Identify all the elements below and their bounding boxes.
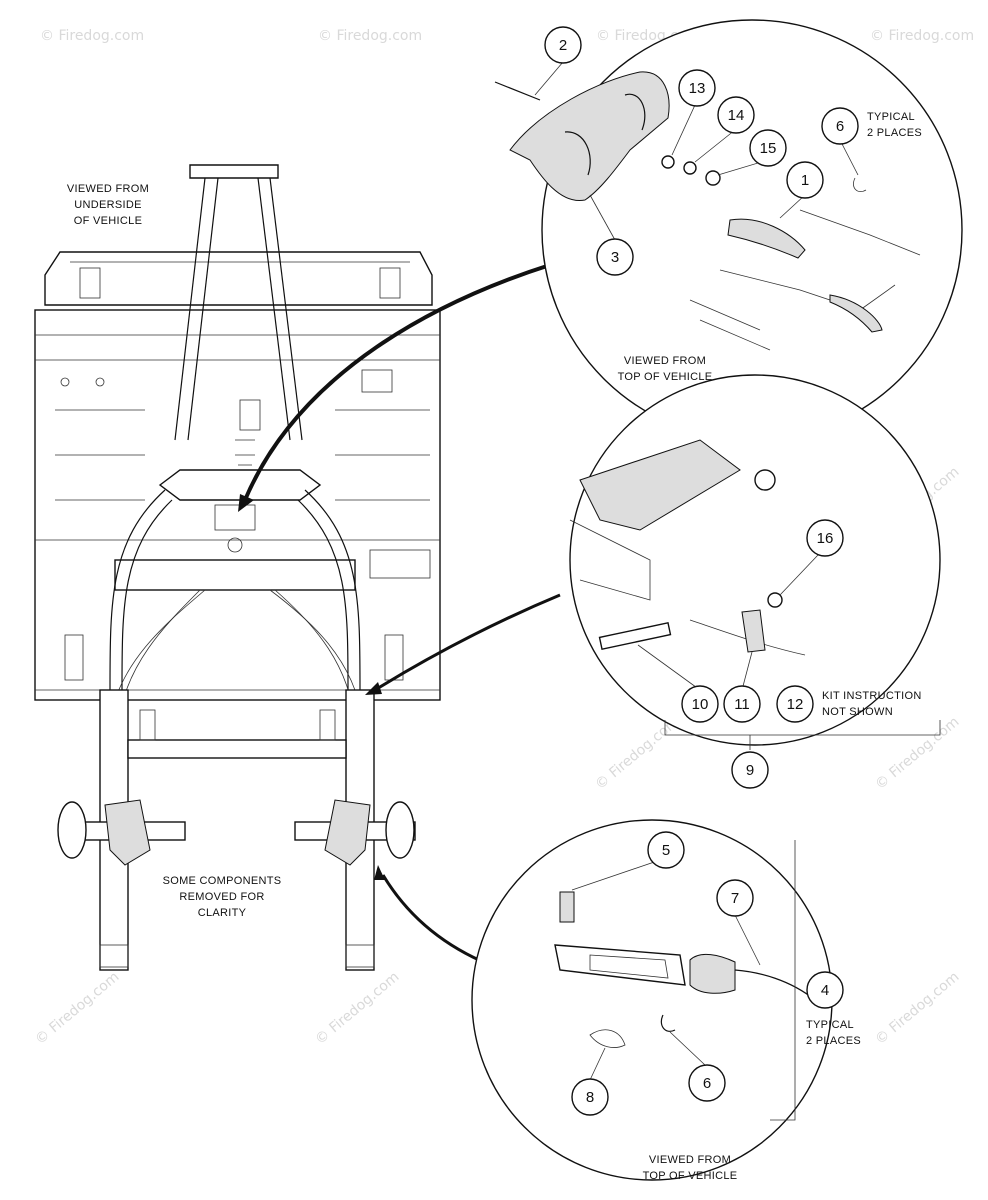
- tow-bar-plate: [189, 164, 279, 179]
- caption-kit-line1: KIT INSTRUCTION: [822, 690, 922, 702]
- caption-top-view2-line1: VIEWED FROM: [649, 1154, 731, 1166]
- caption-underside-line3: OF VEHICLE: [74, 215, 142, 227]
- vehicle-underside-illustration: [34, 164, 441, 971]
- callout-13: 13: [678, 69, 716, 107]
- callout-number: 9: [746, 762, 754, 779]
- watermark: © Firedog.com: [592, 714, 682, 793]
- callout-6b: 6: [688, 1064, 726, 1102]
- caption-typical-b-line1: TYPICAL: [806, 1019, 854, 1031]
- detail-circle: [471, 819, 833, 1181]
- detail-view-middle: KIT INSTRUCTION NOT SHOWN: [569, 374, 941, 750]
- caption-top-view-line1: VIEWED FROM: [624, 355, 706, 367]
- watermark: © Firedog.com: [870, 28, 974, 44]
- caption-top-view-line2: TOP OF VEHICLE: [618, 371, 713, 383]
- callout-number: 16: [817, 530, 834, 547]
- watermark: © Firedog.com: [872, 714, 962, 793]
- callout-number: 13: [689, 80, 706, 97]
- callout-14: 14: [717, 96, 755, 134]
- callout-7: 7: [716, 879, 754, 917]
- rear-bumper: [44, 251, 433, 306]
- callout-number: 4: [821, 982, 829, 999]
- lower-crossmember: [127, 739, 347, 759]
- callout-2: 2: [544, 26, 582, 64]
- caption-underside-line2: UNDERSIDE: [74, 199, 142, 211]
- callout-15: 15: [749, 129, 787, 167]
- callout-number: 11: [734, 696, 750, 713]
- bracket-part-3: [509, 71, 670, 201]
- callout-10: 10: [681, 685, 719, 723]
- callout-number: 6: [703, 1075, 711, 1092]
- callout-8: 8: [571, 1078, 609, 1116]
- watermark: © Firedog.com: [312, 969, 402, 1048]
- clevis: [554, 944, 686, 986]
- callout-6: 6: [821, 107, 859, 145]
- callout-5: 5: [647, 831, 685, 869]
- callout-number: 10: [692, 696, 709, 713]
- callout-number: 3: [611, 249, 619, 266]
- callout-number: 14: [728, 107, 745, 124]
- boot-part-1: [727, 218, 806, 259]
- caption-removed-line1: SOME COMPONENTS: [163, 875, 282, 887]
- caption-top-view2-line2: TOP OF VEHICLE: [643, 1170, 738, 1182]
- right-brake-bracket: [324, 799, 371, 866]
- callout-number: 2: [559, 37, 567, 54]
- callout-number: 7: [731, 890, 739, 907]
- caption-removed-line3: CLARITY: [198, 907, 247, 919]
- left-brake-bracket: [104, 799, 151, 866]
- right-wheel-hub: [385, 801, 415, 859]
- caption-underside-line1: VIEWED FROM: [67, 183, 149, 195]
- watermark: © Firedog.com: [318, 28, 422, 44]
- callout-number: 12: [787, 696, 804, 713]
- callout-9: 9: [731, 751, 769, 789]
- clamp-part-11: [741, 609, 766, 653]
- crossbar: [114, 559, 356, 591]
- watermark: © Firedog.com: [40, 28, 144, 44]
- caption-typical-b-line2: 2 PLACES: [806, 1035, 861, 1047]
- callout-number: 8: [586, 1089, 594, 1106]
- frame-bracket: [579, 439, 741, 531]
- caption-removed-line2: REMOVED FOR: [179, 891, 264, 903]
- callout-12: 12: [776, 685, 814, 723]
- callout-11: 11: [723, 685, 761, 723]
- caption-kit-line2: NOT SHOWN: [822, 706, 893, 718]
- callout-number: 1: [801, 172, 809, 189]
- watermark: © Firedog.com: [32, 969, 122, 1048]
- caption-typical-line2: 2 PLACES: [867, 127, 922, 139]
- callout-16: 16: [806, 519, 844, 557]
- callouts: 2 13 14 15 6 1 3 16 10 11 12 9 5 7 4 6 8: [544, 26, 859, 1116]
- callout-number: 6: [836, 118, 844, 135]
- callout-leaders: [534, 61, 859, 1081]
- caption-typical-line1: TYPICAL: [867, 111, 915, 123]
- pin-part-5: [559, 891, 575, 923]
- callout-4: 4: [806, 971, 844, 1009]
- brake-mount-plate: [158, 469, 322, 501]
- callout-number: 5: [662, 842, 670, 859]
- cable-boot-part-7: [689, 953, 736, 994]
- bolt-part-10: [598, 622, 672, 650]
- callout-1: 1: [786, 161, 824, 199]
- callout-number: 15: [760, 140, 777, 157]
- left-wheel-hub: [57, 801, 87, 859]
- watermark: © Firedog.com: [872, 969, 962, 1048]
- detail-view-bottom: VIEWED FROM TOP OF VEHICLE TYPICAL 2 PLA…: [471, 819, 861, 1182]
- callout-3: 3: [596, 238, 634, 276]
